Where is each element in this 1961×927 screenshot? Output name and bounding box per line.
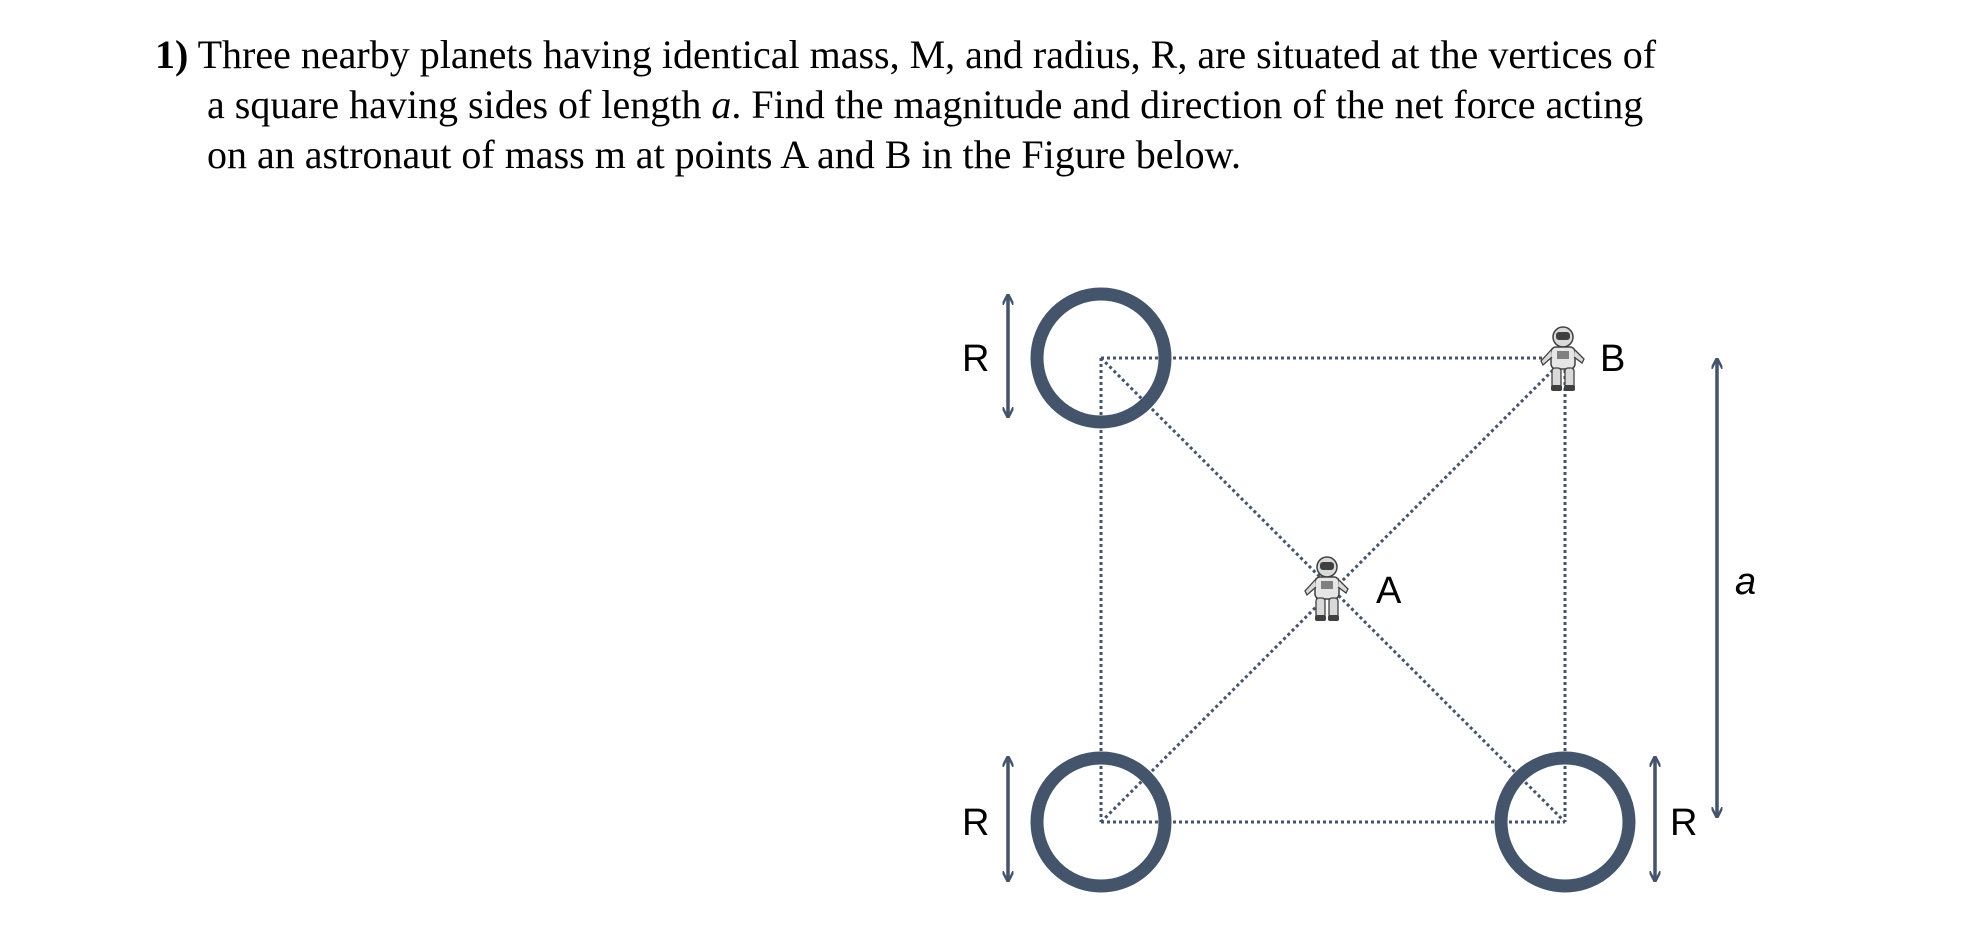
radius-label-bottom-left: R [962, 802, 989, 844]
problem-line-3-text: on an astronaut of mass m at points A an… [207, 132, 1241, 177]
problem-line-2-post: . Find the magnitude and direction of th… [731, 82, 1644, 127]
planet-top-left [1030, 287, 1172, 429]
side-length-variable: a [711, 82, 732, 127]
problem-line-2-pre: a square having sides of length [207, 82, 712, 127]
planet-bottom-left [1030, 751, 1172, 893]
problem-line-1: 1) Three nearby planets having identical… [155, 30, 1656, 80]
problem-number: 1) [155, 32, 189, 77]
square-diagonal-main [1099, 356, 1567, 824]
point-a-label: A [1376, 570, 1402, 612]
radius-label-bottom-right: R [1670, 802, 1697, 844]
astronaut-b-icon [1540, 326, 1585, 392]
problem-line-3: on an astronaut of mass m at points A an… [207, 130, 1241, 180]
side-length-label: a [1735, 561, 1756, 603]
square-diagonal-anti [1099, 356, 1567, 824]
radius-label-top-left: R [962, 338, 989, 380]
problem-line-1-text: Three nearby planets having identical ma… [197, 32, 1657, 77]
point-b-label: B [1600, 338, 1625, 380]
planet-bottom-right [1494, 751, 1636, 893]
problem-line-2: a square having sides of length a. Find … [207, 80, 1643, 130]
